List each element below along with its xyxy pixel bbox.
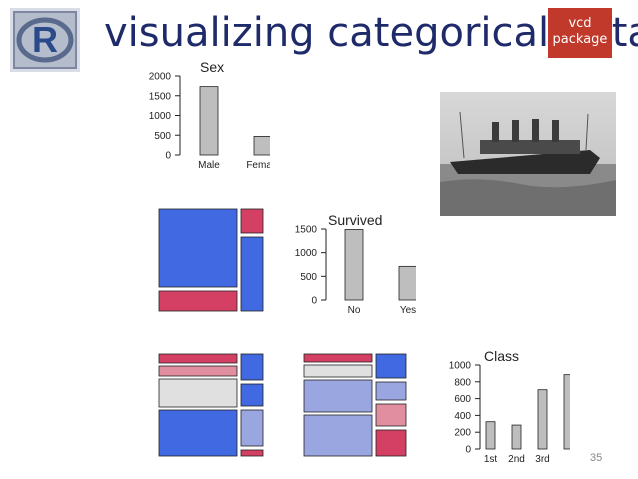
mosaic-tile (240, 449, 264, 457)
y-tick-label: 800 (454, 377, 471, 388)
page-number: 35 (590, 452, 603, 464)
x-tick-label: Yes (400, 305, 416, 316)
r-logo-letter: R (32, 19, 58, 60)
mosaic-tile (158, 290, 238, 312)
badge-line-2: package (552, 32, 608, 47)
chart-title: Class (484, 348, 519, 364)
mosaic-tile (158, 365, 238, 377)
y-tick-label: 0 (465, 445, 471, 456)
bar (253, 136, 270, 156)
x-tick-label: Male (198, 160, 220, 170)
y-tick-label: 1000 (449, 361, 472, 372)
bar (398, 265, 416, 301)
y-tick-label: 1000 (149, 111, 172, 122)
mosaic-tile (303, 353, 373, 363)
mosaic-tile (303, 379, 373, 413)
mosaic-class-right (303, 353, 407, 457)
y-tick-label: 500 (154, 131, 171, 142)
mosaic-tile (240, 409, 264, 447)
x-tick-label: No (348, 305, 361, 316)
mosaic-tile (240, 383, 264, 407)
bar (537, 389, 548, 450)
mosaic-tile (375, 353, 407, 379)
mosaic-tile (158, 353, 238, 364)
chart-title: Survived (328, 212, 382, 228)
y-tick-label: 600 (454, 394, 471, 405)
mosaic-tile (375, 429, 407, 457)
badge-line-1: vcd (568, 16, 592, 31)
y-tick-label: 0 (165, 151, 171, 162)
bar (511, 424, 522, 450)
mosaic-sex-survived (158, 208, 264, 312)
bar (485, 421, 496, 450)
mosaic-tile (375, 403, 407, 427)
x-tick-label: 2nd (508, 454, 525, 465)
mosaic-tile (303, 414, 373, 457)
mosaic-tile (240, 236, 264, 312)
bar (563, 374, 570, 450)
class-bar-chart: Class 0 200 400 600 800 1000 1st 2nd 3rd (449, 348, 570, 465)
mosaic-tile (158, 208, 238, 288)
y-tick-label: 1000 (295, 248, 318, 259)
y-tick-label: 0 (311, 296, 317, 307)
titanic-photo (440, 92, 616, 216)
bar (344, 229, 364, 301)
y-tick-label: 500 (300, 272, 317, 283)
r-logo: R (10, 8, 80, 72)
y-tick-label: 2000 (149, 72, 172, 83)
mosaic-tile (303, 364, 373, 378)
vcd-package-badge: vcd package (548, 8, 612, 58)
y-tick-label: 1500 (295, 225, 318, 236)
chart-title: Sex (200, 60, 224, 75)
mosaic-tile (158, 409, 238, 457)
mosaic-tile (240, 208, 264, 234)
x-tick-label: 3rd (535, 454, 549, 465)
x-tick-label: 1st (484, 454, 498, 465)
mosaic-tile (158, 378, 238, 408)
mosaic-class-left (158, 353, 264, 457)
y-tick-label: 400 (454, 411, 471, 422)
y-tick-label: 200 (454, 428, 471, 439)
x-tick-label: Female (246, 160, 270, 170)
bar (199, 86, 219, 156)
mosaic-tile (375, 381, 407, 401)
mosaic-tile (240, 353, 264, 381)
y-tick-label: 1500 (149, 91, 172, 102)
